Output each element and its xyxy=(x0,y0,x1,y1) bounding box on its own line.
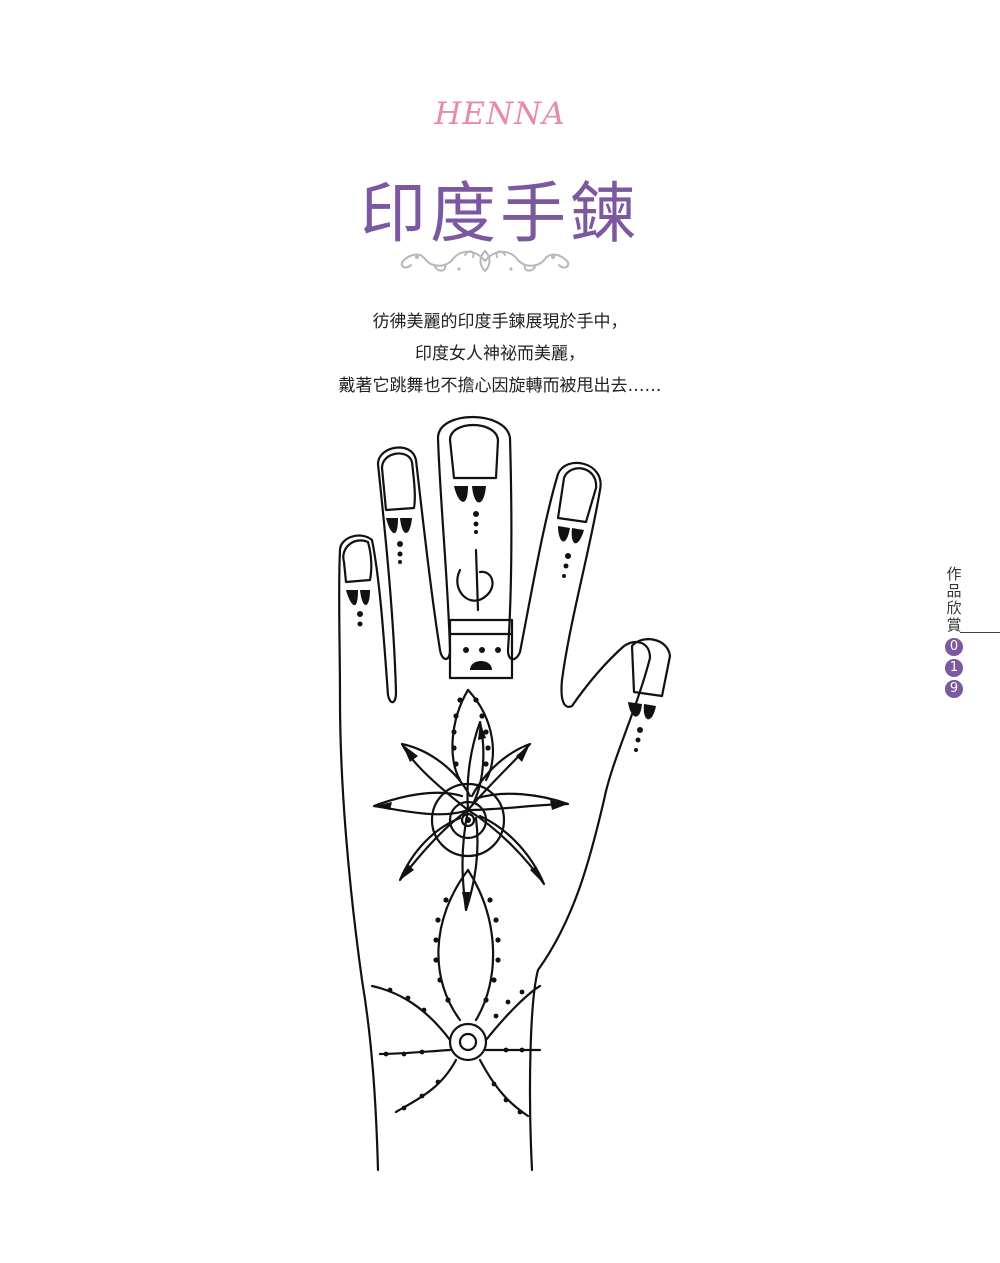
page-digit: 1 xyxy=(945,659,963,677)
header-kicker: HENNA xyxy=(434,96,566,132)
ornament-flourish-icon xyxy=(400,249,570,273)
section-label-char: 品 xyxy=(946,582,962,600)
intro-line: 戴著它跳舞也不擔心因旋轉而被甩出去…… xyxy=(338,376,662,396)
intro-text: 彷彿美麗的印度手鍊展現於手中， 印度女人神祕而美麗， 戴著它跳舞也不擔心因旋轉而… xyxy=(0,306,1000,402)
section-label-char: 作 xyxy=(946,565,962,583)
page-title: 印度手鍊 xyxy=(360,175,640,252)
section-label-char: 賞 xyxy=(946,616,962,634)
side-divider xyxy=(960,632,1000,633)
intro-line: 印度女人神祕而美麗， xyxy=(415,344,585,364)
page-number: 0 1 9 xyxy=(944,638,966,701)
intro-line: 彷彿美麗的印度手鍊展現於手中， xyxy=(372,312,628,332)
page-digit: 0 xyxy=(945,638,963,656)
page-digit: 9 xyxy=(945,680,963,698)
section-label: 作 品 欣 賞 xyxy=(944,566,964,634)
henna-hand-illustration-icon xyxy=(338,415,672,1172)
section-label-char: 欣 xyxy=(946,599,962,617)
